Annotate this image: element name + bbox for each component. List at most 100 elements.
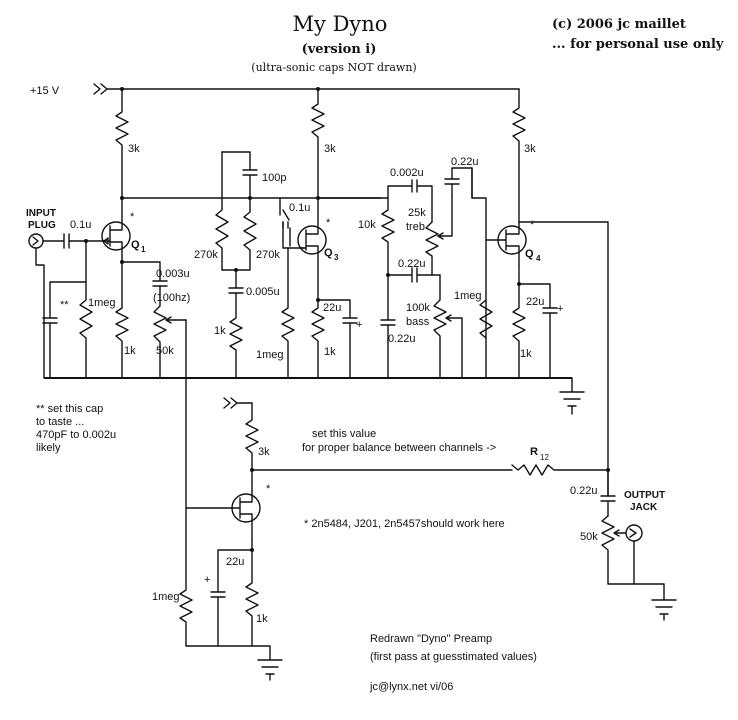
r-q3-source [311,265,325,379]
pot-out-label: 50k [580,531,598,543]
pot-bass-label: 100k [406,302,430,314]
note-cap-taste-4: likely [36,442,61,454]
r-q1-source-label: 1k [124,345,136,357]
r-q2-drain [245,402,259,483]
pot-out [601,515,635,585]
r-q2-source-label: 1k [256,613,268,625]
r-270k-b [221,197,257,271]
note-jfets: * 2n5484, J201, 2n5457should work here [304,518,505,530]
pot-bass [433,274,447,379]
cap-out-label: 0.22u [570,485,598,497]
footer-line-2: (first pass at guesstimated values) [370,651,537,663]
page-title: My Dyno [293,12,388,36]
svg-text:1: 1 [141,245,146,254]
note-balance-1: set this value [312,428,376,440]
cap-22u-q2-label: 22u [226,556,244,568]
r-270k-b-label: 270k [256,249,280,261]
r-1meg-q4 [479,299,493,339]
r-1meg-q3-label: 1meg [256,349,284,361]
q3-transistor-icon [297,225,327,255]
r-q4-drain-label: 3k [524,143,536,155]
note-balance-2: for proper balance between channels -> [302,442,496,454]
q3-label: Q [324,247,333,259]
q4-out-line [518,221,609,497]
svg-text:bass: bass [406,316,430,328]
svg-text:4: 4 [536,254,541,263]
r12-label: R [530,446,538,458]
supply-arrow-icon [93,83,108,95]
r-1meg-q2-label: 1meg [152,591,180,603]
q4-label: Q [525,248,534,260]
output-label-1: OUTPUT [624,490,665,501]
r-270k-a-label: 270k [194,249,218,261]
cap-022-mid-label: 0.22u [398,258,426,270]
q1-transistor-icon [101,221,131,251]
footer-line-1: Redrawn "Dyno" Preamp [370,633,492,645]
r-q2-drain-label: 3k [258,446,270,458]
wiper-to-q2 [185,319,227,509]
note-cap-taste-2: to taste ... [36,416,84,428]
r-q3-source-label: 1k [324,346,336,358]
svg-text:+: + [356,319,362,331]
r-1meg-input [79,240,93,379]
output-jack-icon [625,524,643,542]
svg-text:*: * [530,219,535,231]
caps-note: (ultra-sonic caps NOT drawn) [251,61,416,74]
cap-22u-q3 [317,299,358,379]
junction-dots [84,87,610,552]
ground-icon [559,377,585,415]
r-q3-drain-label: 3k [324,143,336,155]
r-1meg-q2 [179,507,193,647]
supply-arrow-2-icon [223,397,253,409]
svg-text:*: * [266,483,271,495]
svg-text:12: 12 [540,453,549,462]
cap-0005-label: 0.005u [246,286,280,298]
ground-3-icon [629,528,677,621]
svg-text:+: + [557,303,563,315]
usage-label: ... for personal use only [552,37,724,52]
r-q4-drain [512,88,526,223]
cap-0002 [317,179,433,223]
pot-50k-input-label: 50k [156,345,174,357]
pot-treb-label: 25k [408,207,426,219]
r-1meg-input-label: 1meg [88,297,116,309]
cap-0003 [121,261,168,307]
input-label-1: INPUT [26,208,56,219]
pot-treb [425,221,439,276]
version-label: (version i) [302,42,377,57]
cap-0003-label: 0.003u [156,268,190,280]
svg-text:+: + [204,574,210,586]
svg-text:*: * [326,217,331,229]
cap-01-q3-label: 0.1u [289,202,310,214]
r-10k-label: 10k [358,219,376,231]
taste-cap [42,281,87,379]
r-1meg-q3 [281,247,295,379]
cap-022-top [444,167,487,379]
cap-100p [221,151,258,199]
footer-line-3: jc@lynx.net vi/06 [369,681,453,693]
svg-text:*: * [130,211,135,223]
note-cap-taste-3: 470pF to 0.002u [36,429,116,441]
r-1k-mid-label: 1k [214,325,226,337]
r12-resistor [251,464,609,476]
cap-0005-r1k [228,269,244,379]
copyright-label: (c) 2006 jc maillet [552,17,686,32]
r-270k-a [215,151,229,271]
svg-text:treb: treb [406,221,425,233]
cap-022-top-label: 0.22u [451,156,479,168]
taste-cap-label: ** [60,299,69,311]
r-q2-source [245,539,259,647]
input-label-2: PLUG [28,220,56,231]
input-cap-label: 0.1u [70,219,91,231]
r-q1-drain-label: 3k [128,143,140,155]
input-cap [42,233,105,249]
q1-label: Q [131,239,140,251]
r-1meg-q4-label: 1meg [454,290,482,302]
r-q1-drain [115,88,129,217]
supply-label: +15 V [30,85,60,97]
note-cap-taste-1: ** set this cap [36,403,103,415]
pot-50k-input [153,305,167,379]
cap-022-low-label: 0.22u [388,333,416,345]
cap-100p-label: 100p [262,172,286,184]
